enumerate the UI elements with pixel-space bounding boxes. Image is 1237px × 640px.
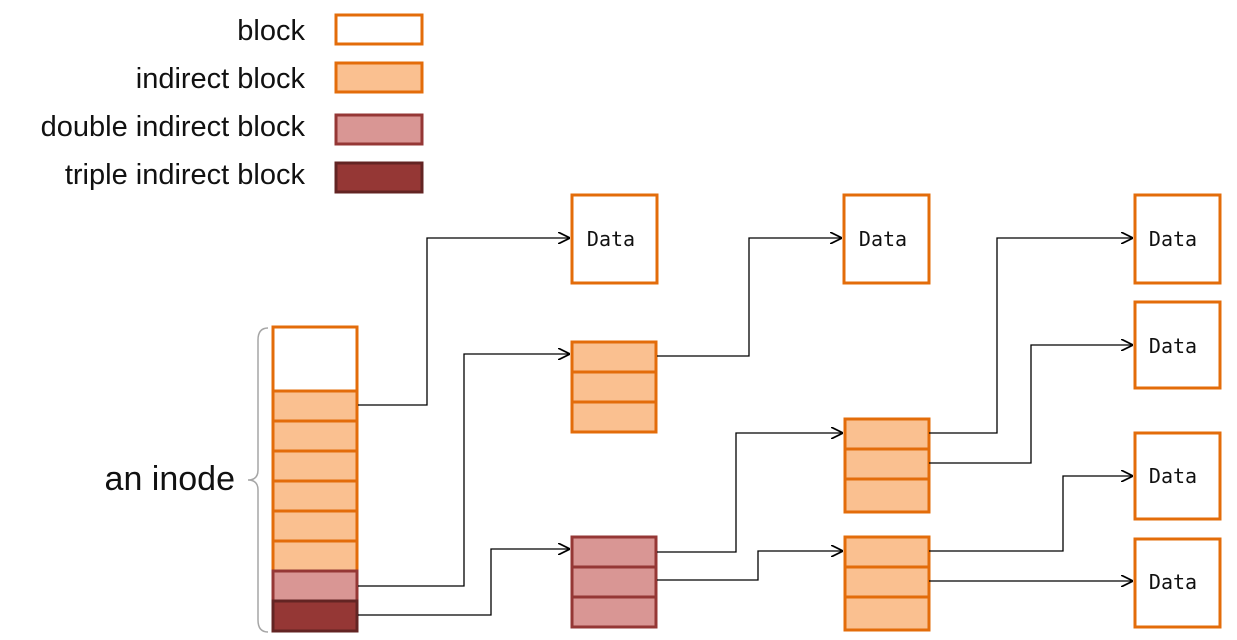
indirect-block-entry [843,417,931,451]
data-block-label: Data [1149,227,1197,251]
second-level-indirect-block-top [843,417,931,514]
arrow-inode-to-data [358,238,570,406]
double-indirect-block-entry [570,535,658,569]
inode-direct-pointer [271,509,359,543]
inode-direct-pointer [271,389,359,423]
data-block-box [1133,537,1222,629]
inode-double-indirect-pointer [271,569,359,603]
data-block: Data [1133,300,1222,390]
arrow-indirect-top-to-data [929,238,1133,434]
indirect-block-entry [843,595,931,632]
indirect-block-entry [570,400,658,434]
inode-direct-pointer [271,419,359,453]
inode [271,325,359,633]
indirect-block-entry [843,565,931,599]
data-block: Data [1133,431,1222,521]
data-block: Data [1133,193,1222,285]
data-block-box [1133,300,1222,390]
legend-label-double-indirect: double indirect block [41,111,306,143]
data-block-label: Data [859,227,907,251]
legend-swatch-block [334,13,424,46]
inode-direct-pointer [271,449,359,483]
legend: block indirect block double indirect blo… [41,13,424,194]
data-block-label: Data [587,227,635,251]
double-indirect-block [570,535,658,629]
arrow-double-to-indirect-bottom [657,551,843,581]
arrow-indirect-bottom-to-data [929,476,1133,552]
indirect-block-entry [843,477,931,514]
legend-swatch-indirect [334,61,424,94]
data-block-label: Data [1149,570,1197,594]
data-block-box [1133,431,1222,521]
arrow-inode-to-double-indirect [358,549,570,616]
data-block: Data [1133,537,1222,629]
arrow-indirect-top-to-data [929,345,1133,464]
indirect-block-entry [570,370,658,404]
data-block-box [842,193,931,285]
data-block: Data [842,193,931,285]
data-block-box [1133,193,1222,285]
data-block-label: Data [1149,464,1197,488]
inode-triple-indirect-pointer [271,599,359,633]
inode-indirect-pointer [271,539,359,573]
legend-label-block: block [237,15,305,47]
inode-direct-pointer [271,479,359,513]
indirect-block-entry [843,535,931,569]
data-block-label: Data [1149,334,1197,358]
legend-swatch-triple-indirect [334,161,424,194]
legend-swatch-double-indirect [334,113,424,146]
data-block: Data [570,193,659,285]
legend-label-indirect: indirect block [136,63,306,95]
arrow-double-to-indirect-top [657,433,843,553]
data-block-box [570,193,659,285]
indirect-block-entry [843,447,931,481]
double-indirect-block-entry [570,595,658,629]
legend-label-triple-indirect: triple indirect block [65,159,306,191]
inode-brace [247,327,269,633]
double-indirect-block-entry [570,565,658,599]
inode-label: an inode [105,460,235,498]
arrow-inode-to-indirect [358,354,570,587]
second-level-indirect-block-bottom [843,535,931,632]
indirect-block-entry [570,340,658,374]
indirect-block [570,340,658,434]
connectors [358,238,1133,616]
inode-header-block [271,325,359,393]
arrow-indirect-to-data [657,238,842,357]
